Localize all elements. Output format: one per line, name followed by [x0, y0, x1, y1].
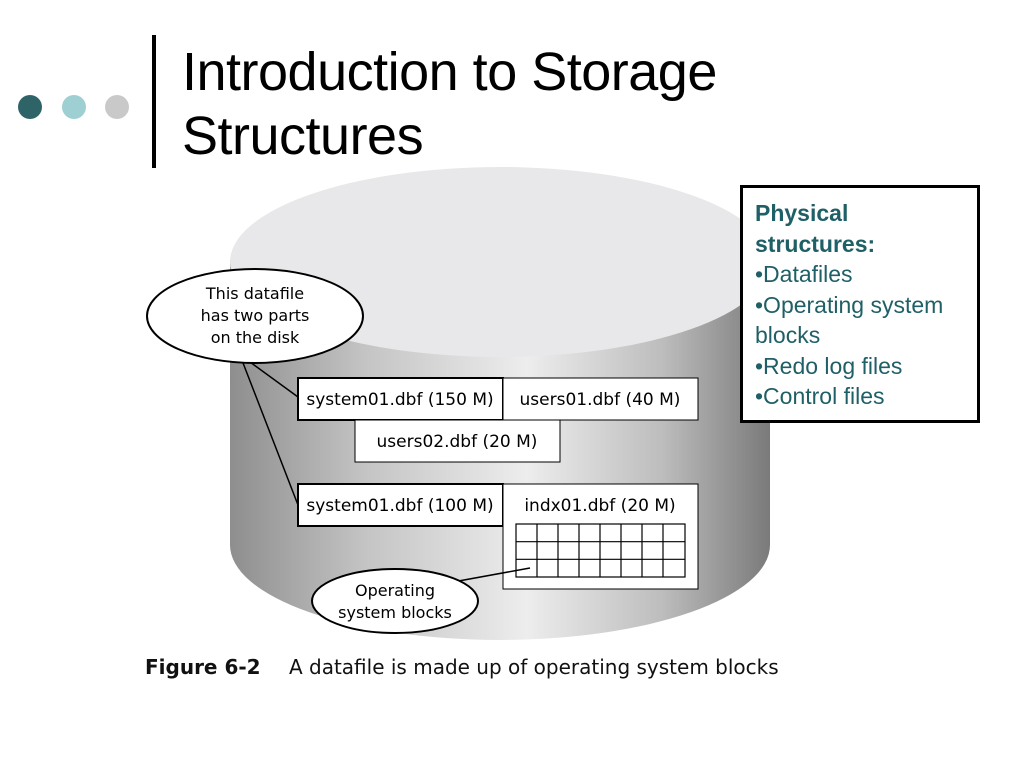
- box-item-os-blocks-2: blocks: [755, 322, 821, 348]
- slide-title: Introduction to Storage Structures: [182, 40, 717, 168]
- box-heading-line-2: structures:: [755, 230, 876, 257]
- file-label-users02: users02.dbf (20 M): [377, 432, 538, 452]
- decor-dot-dark: [18, 95, 42, 119]
- figure-number: Figure 6-2: [145, 655, 261, 679]
- callout-connectors: [237, 349, 531, 583]
- box-heading-line-1: Physical: [755, 200, 849, 226]
- decor-dot-gray: [105, 95, 129, 119]
- os-block-grid: [515, 523, 686, 578]
- title-divider: [152, 35, 156, 168]
- box-item-redo-logs: •Redo log files: [755, 352, 903, 379]
- callout-top-line-2: has two parts: [201, 306, 310, 325]
- callout-bottom-line-2: system blocks: [338, 603, 452, 622]
- file-label-users01: users01.dbf (40 M): [520, 390, 681, 410]
- file-box-system01-100: system01.dbf (100 M): [297, 483, 504, 527]
- decor-dot-teal: [62, 95, 86, 119]
- file-label-indx01: indx01.dbf (20 M): [524, 496, 675, 516]
- callout-two-parts: This datafile has two parts on the disk: [146, 268, 364, 364]
- file-box-users02: users02.dbf (20 M): [354, 419, 561, 463]
- file-label-system01-100: system01.dbf (100 M): [306, 496, 493, 516]
- title-line-2: Structures: [182, 106, 424, 166]
- box-item-datafiles: •Datafiles: [755, 261, 853, 287]
- box-item-control-files: •Control files: [755, 383, 885, 409]
- file-label-system01-150: system01.dbf (150 M): [306, 390, 493, 410]
- box-item-os-blocks-1: •Operating system: [755, 291, 944, 318]
- callout-bottom-line-1: Operating: [355, 581, 435, 600]
- callout-top-line-1: This datafile: [205, 284, 304, 303]
- figure-caption-text: A datafile is made up of operating syste…: [288, 655, 779, 679]
- title-line-1: Introduction to Storage: [182, 42, 717, 102]
- callout-os-blocks: Operating system blocks: [311, 568, 479, 634]
- figure-caption: Figure 6-2 A datafile is made up of oper…: [145, 655, 779, 679]
- file-box-system01-150: system01.dbf (150 M): [297, 377, 504, 421]
- callout-top-line-3: on the disk: [211, 328, 300, 347]
- physical-structures-box: Physical structures: •Datafiles •Operati…: [740, 185, 980, 423]
- file-box-users01: users01.dbf (40 M): [502, 377, 699, 421]
